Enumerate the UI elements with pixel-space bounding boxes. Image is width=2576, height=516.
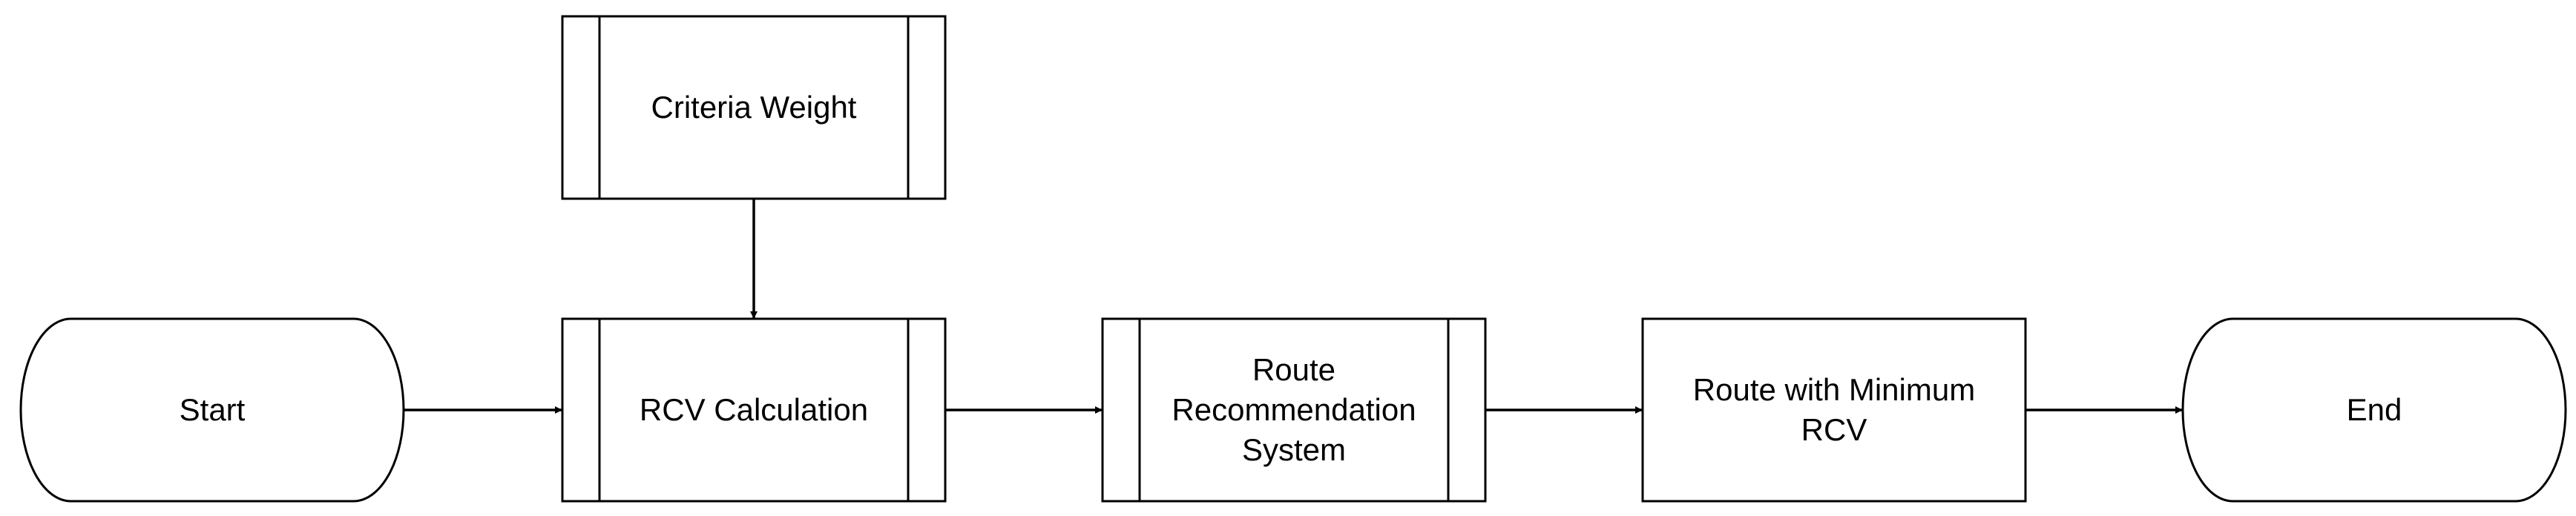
node-criteria-weight: Criteria Weight xyxy=(561,15,947,200)
node-label-line: Route xyxy=(1252,352,1335,387)
predefined-process-shape xyxy=(561,15,947,200)
node-label: Criteria Weight xyxy=(651,90,857,125)
predefined-process-shape xyxy=(1101,317,1487,503)
node-label-line: RCV Calculation xyxy=(640,392,868,427)
node-label-line: RCV xyxy=(1801,412,1867,447)
node-label: Start xyxy=(180,392,246,427)
node-rcv-calculation: RCV Calculation xyxy=(561,317,947,503)
node-label-line: Recommendation xyxy=(1172,392,1416,427)
node-label-line: End xyxy=(2347,392,2402,427)
process-shape xyxy=(1641,317,2027,503)
node-end: End xyxy=(2181,317,2567,503)
predefined-process-shape xyxy=(561,317,947,503)
terminator-shape xyxy=(2181,317,2567,503)
node-label-line: Criteria Weight xyxy=(651,90,857,125)
node-label-line: Start xyxy=(180,392,246,427)
edges-layer xyxy=(404,199,2183,414)
node-label-line: Route with Minimum xyxy=(1693,372,1975,407)
node-start: Start xyxy=(19,317,405,503)
node-label: End xyxy=(2347,392,2402,427)
terminator-shape xyxy=(19,317,405,503)
node-label: RCV Calculation xyxy=(640,392,868,427)
node-label-line: System xyxy=(1242,432,1346,467)
